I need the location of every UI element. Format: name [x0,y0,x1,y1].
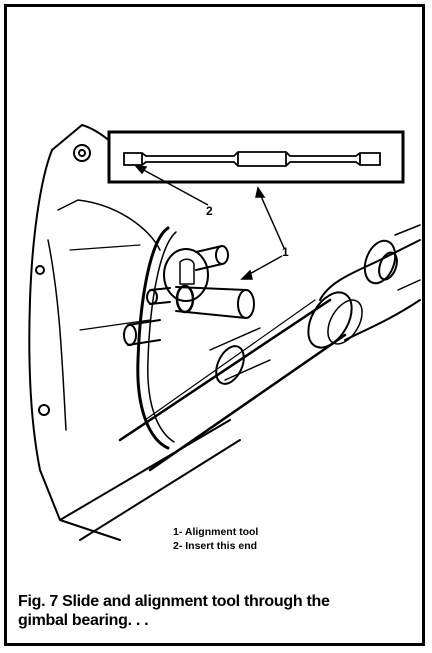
leader-1-bottom [245,255,283,277]
stud-lower [127,319,161,346]
alignment-tool-installed [175,286,247,319]
figure-caption: Fig. 7 Slide and alignment tool through … [18,592,410,630]
figure-frame [4,4,425,646]
tool-inset-box [107,130,405,184]
legend-item-1: 1- Alignment tool [173,526,259,538]
caption-line-2: gimbal bearing. . . [18,612,149,629]
callout-1: 1 [282,245,289,259]
leader-1-top [259,193,285,249]
stud-upper [195,245,223,271]
gimbal-housing [28,149,121,541]
gimbal-yoke [363,239,397,285]
housing-bolt [73,144,91,162]
callout-2: 2 [206,204,213,218]
leader-2 [139,167,209,206]
legend-item-2: 2- Insert this end [173,540,258,552]
alignment-tool-inset [123,151,381,167]
caption-line-1: Fig. 7 Slide and alignment tool through … [18,593,330,610]
gimbal-ring [136,226,170,450]
figure-legend: 1- Alignment tool 2- Insert this end [173,525,258,553]
tube-lower [209,327,271,381]
gimbal-bearing [163,248,209,302]
